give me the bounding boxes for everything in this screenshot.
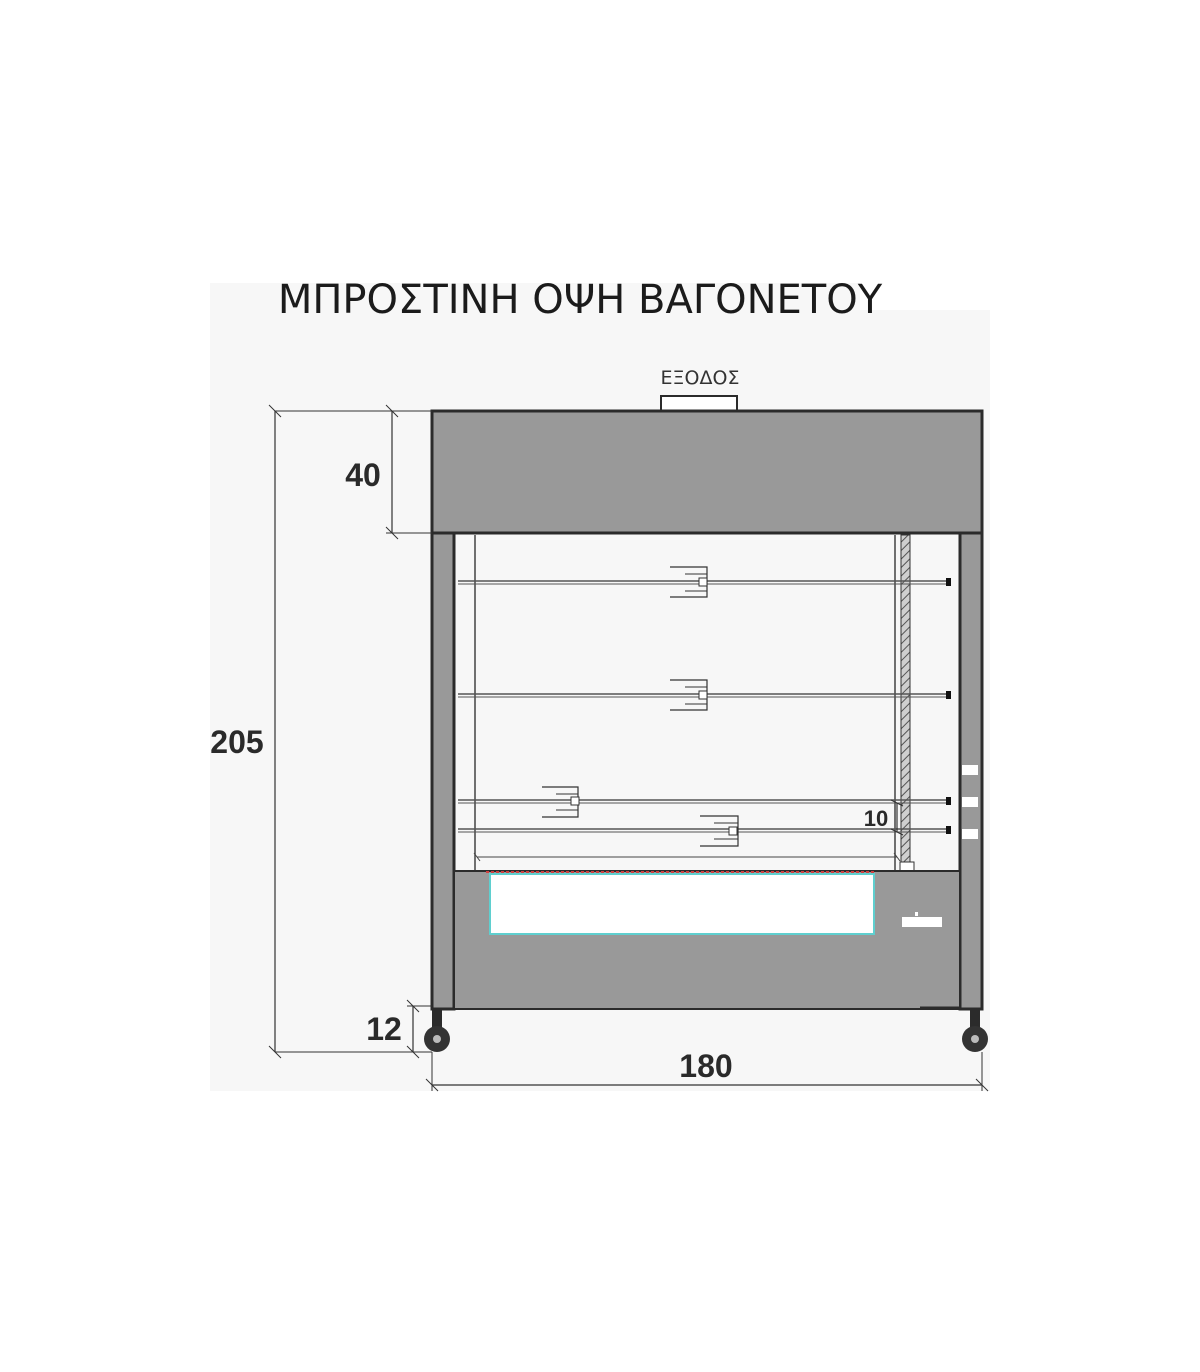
left-pillar bbox=[430, 531, 456, 1011]
wheel-height-dimension: 12 bbox=[366, 999, 432, 1059]
drawing-title: ΜΠΡΟΣΤΙΝΗ ΟΨΗ ΒΑΓΟΝΕΤΟΥ bbox=[278, 277, 883, 323]
control-led bbox=[915, 912, 918, 916]
exhaust-outlet bbox=[660, 395, 738, 412]
wheel-height-value: 12 bbox=[366, 1011, 402, 1047]
control-switch bbox=[902, 917, 942, 927]
total-height-dimension: 205 bbox=[210, 404, 432, 1059]
total-width-dimension: 180 bbox=[425, 1048, 989, 1092]
drive-chain bbox=[900, 534, 911, 870]
rotisserie-spit bbox=[458, 679, 951, 711]
spit-spacing-dimension: 10 bbox=[864, 799, 904, 836]
total-width-value: 180 bbox=[679, 1048, 732, 1084]
chain-foot bbox=[899, 861, 915, 872]
exit-label: ΕΞΟΔΟΣ bbox=[661, 367, 740, 389]
rotisserie-spit bbox=[458, 786, 951, 818]
right-wheel bbox=[962, 1009, 988, 1052]
indicator-light bbox=[962, 797, 978, 807]
indicator-light bbox=[962, 765, 978, 775]
hood-height-dimension: 40 bbox=[345, 404, 432, 540]
left-wheel bbox=[424, 1009, 450, 1052]
drip-tray-tick bbox=[473, 852, 481, 862]
indicator-light bbox=[962, 829, 978, 839]
spit-spacing-value: 10 bbox=[864, 806, 888, 831]
rotisserie-spit bbox=[458, 566, 951, 598]
drip-tray-tick bbox=[893, 852, 901, 862]
total-height-value: 205 bbox=[210, 724, 263, 760]
hood-height-value: 40 bbox=[345, 457, 381, 493]
hood bbox=[430, 409, 984, 535]
rotisserie-spit bbox=[458, 815, 951, 847]
base-window bbox=[489, 873, 875, 935]
